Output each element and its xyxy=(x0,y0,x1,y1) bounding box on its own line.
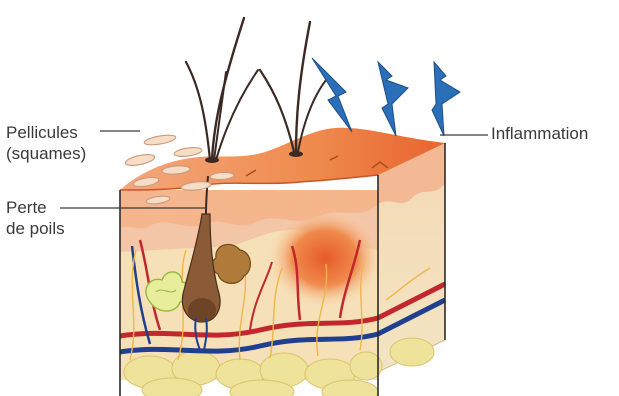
label-pellicules: Pellicules (squames) xyxy=(6,122,86,164)
label-perte-line2: de poils xyxy=(6,218,65,239)
label-pellicules-line2: (squames) xyxy=(6,143,86,164)
label-inflammation: Inflammation xyxy=(491,123,588,144)
label-perte-line1: Perte xyxy=(6,197,65,218)
hair-bulb xyxy=(188,298,216,322)
lightning-bolt-icon xyxy=(312,58,460,136)
label-pellicules-line1: Pellicules xyxy=(6,122,86,143)
label-perte-de-poils: Perte de poils xyxy=(6,197,65,239)
